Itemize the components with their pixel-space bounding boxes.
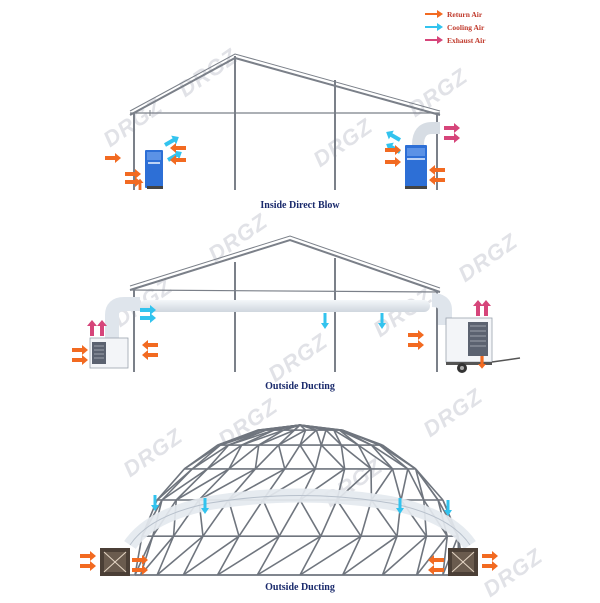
dome-strut [401,469,408,500]
dome-strut [321,500,337,536]
dome-strut [341,445,371,469]
dome-strut [285,445,300,469]
dome-duct-ring [130,496,470,546]
dome-strut [279,445,285,469]
dome-strut [157,536,203,575]
dome-strut [321,430,326,445]
dome-ac-unit-right [448,548,478,576]
dome-ac-unit-left [100,548,130,576]
caption-inside-direct-blow: Inside Direct Blow [0,200,600,211]
dome-strut [218,536,280,575]
dome-strut [408,469,424,500]
dome-strut [315,445,321,469]
caption-outside-ducting-dome: Outside Ducting [0,582,600,593]
ac-unit-left-1 [145,150,163,189]
dome-strut [300,500,321,536]
tent-frame-1 [130,54,440,190]
dome-strut [300,445,315,469]
dome-strut [316,430,321,445]
caption-outside-ducting-tent: Outside Ducting [0,381,600,392]
outdoor-ac-unit-left-2 [90,304,140,368]
dome-strut [157,536,173,575]
distribution-duct-2 [140,300,430,312]
dome-strut [162,469,192,500]
dome-strut [229,445,259,469]
dome-strut [393,469,401,500]
dome-strut [279,500,300,536]
dome-strut [263,500,279,536]
dome-strut [183,536,239,575]
dome-strut [183,536,203,575]
